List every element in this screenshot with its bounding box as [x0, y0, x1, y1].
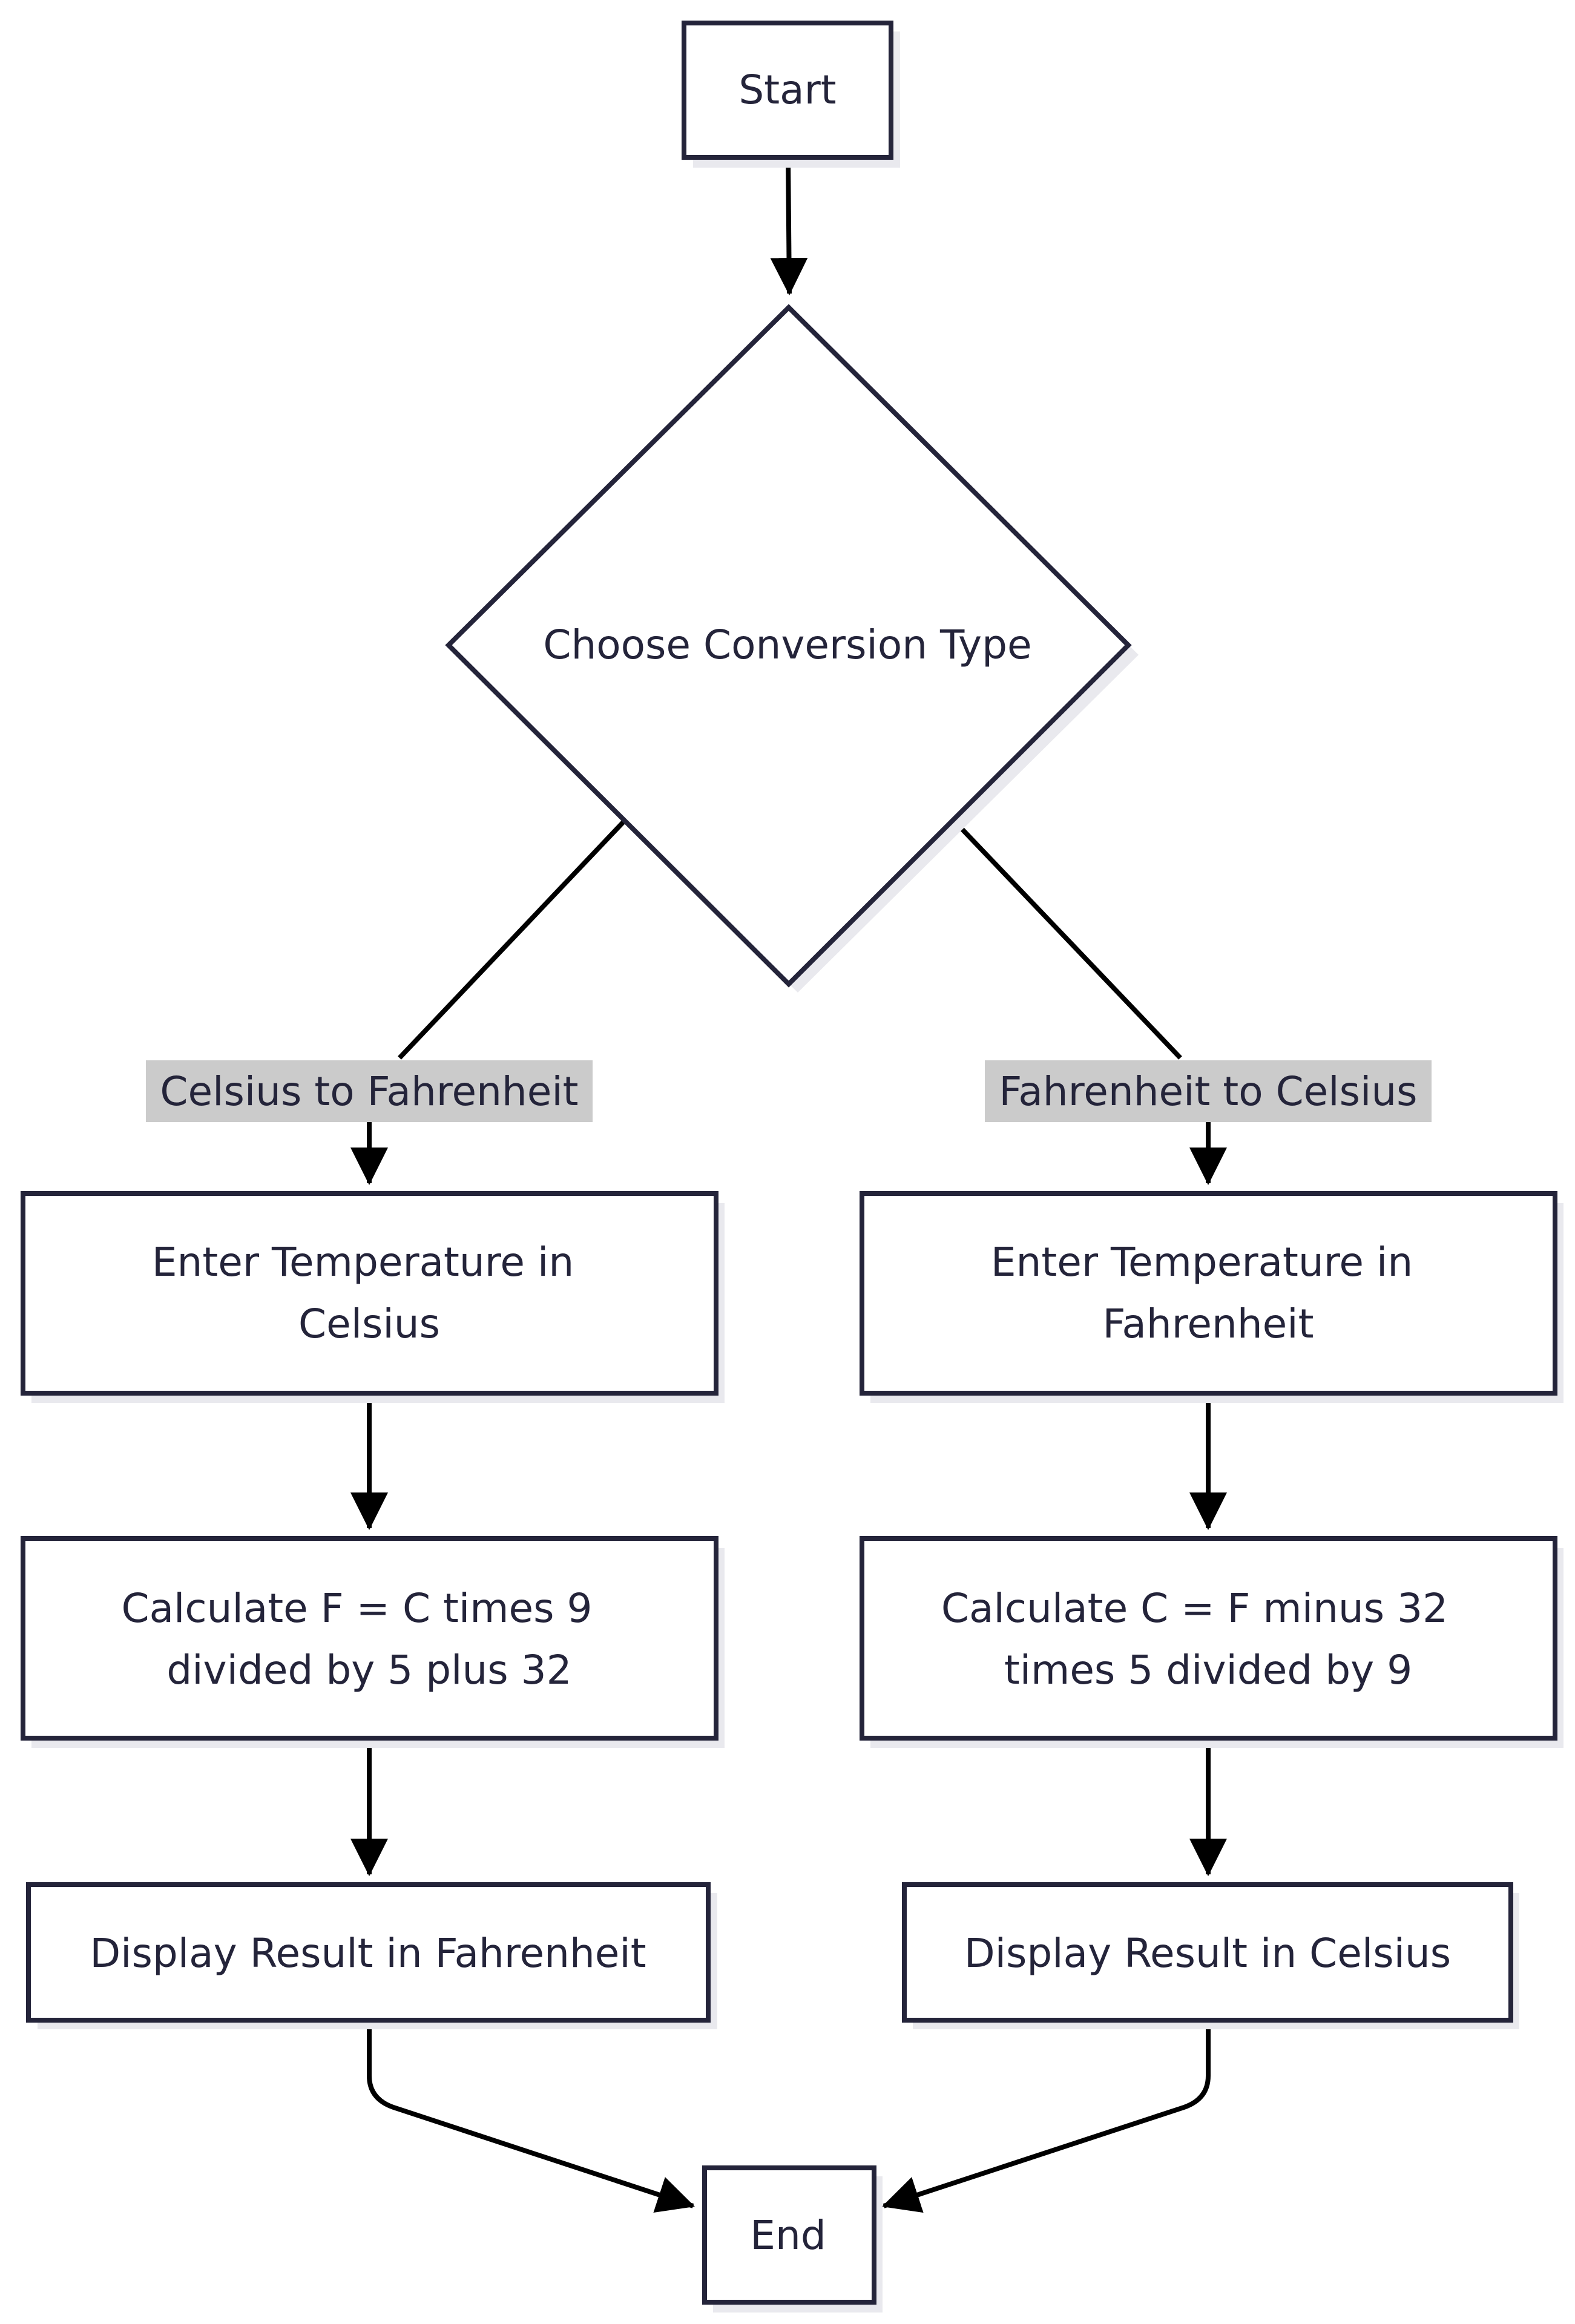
node-display-fahrenheit: Display Result in Fahrenheit: [26, 1882, 717, 2029]
node-label: Display Result in Fahrenheit: [90, 1930, 646, 1977]
node-decision: Choose Conversion Type: [445, 304, 1139, 993]
edge-decision-to-fahrenheit-label: [953, 820, 1182, 1060]
node-enter-fahrenheit: Enter Temperature in Fahrenheit: [860, 1191, 1563, 1403]
node-label: Enter Temperature in Celsius: [152, 1239, 587, 1347]
node-label: Choose Conversion Type: [543, 622, 1031, 668]
edge-display-f-to-end: [367, 2023, 695, 2213]
node-label: Start: [738, 67, 836, 113]
node-enter-celsius: Enter Temperature in Celsius: [21, 1191, 725, 1403]
edge-label-text: Fahrenheit to Celsius: [999, 1068, 1417, 1115]
node-label: Display Result in Celsius: [964, 1930, 1451, 1977]
node-label: Calculate F = C times 9 divided by 5 plu…: [122, 1585, 605, 1693]
edge-start-to-decision: [770, 156, 808, 296]
edge-label-fahrenheit-to-celsius: Fahrenheit to Celsius: [985, 1060, 1432, 1122]
node-label: Calculate C = F minus 32 times 5 divided…: [941, 1585, 1461, 1693]
edges: [350, 156, 1227, 2213]
node-label: End: [750, 2212, 826, 2259]
node-label: Enter Temperature in Fahrenheit: [991, 1239, 1425, 1347]
edge-label-text: Celsius to Fahrenheit: [160, 1068, 578, 1115]
node-start: Start: [682, 21, 900, 168]
node-calculate-celsius: Calculate C = F minus 32 times 5 divided…: [860, 1536, 1563, 1748]
node-end: End: [702, 2165, 883, 2313]
edge-display-c-to-end: [882, 2023, 1211, 2213]
edge-label-celsius-to-fahrenheit: Celsius to Fahrenheit: [146, 1060, 593, 1122]
node-calculate-fahrenheit: Calculate F = C times 9 divided by 5 plu…: [21, 1536, 725, 1748]
edge-decision-to-celsius-label: [398, 820, 625, 1060]
node-display-celsius: Display Result in Celsius: [902, 1882, 1519, 2029]
